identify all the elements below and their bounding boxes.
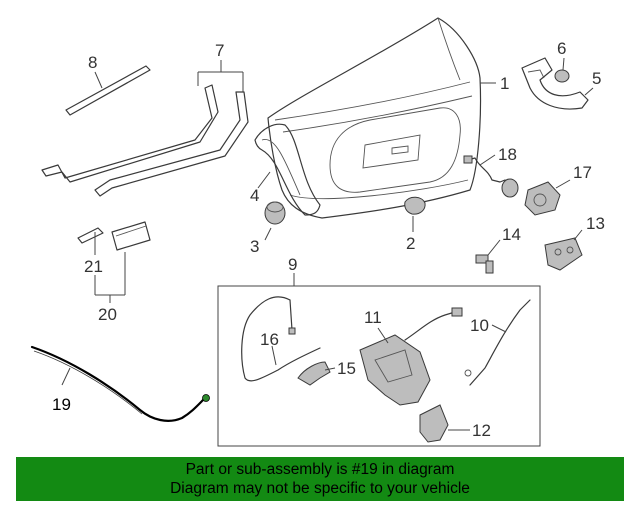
torsion-bars[interactable] — [41, 84, 249, 197]
leader-18 — [479, 154, 496, 166]
bumper-stop[interactable] — [264, 201, 286, 225]
leader-19 — [61, 367, 71, 386]
notice-banner: Part or sub-assembly is #19 in diagram D… — [16, 457, 624, 501]
callout-17: 17 — [573, 163, 592, 182]
callout-1: 1 — [500, 74, 509, 93]
leader-16 — [271, 345, 277, 366]
leader-10 — [491, 324, 507, 333]
parts-diagram: 1 2 3 4 5 6 7 8 9 10 11 12 13 14 15 16 1… — [30, 17, 605, 447]
callout-7: 7 — [215, 41, 224, 60]
lid-bumper[interactable] — [404, 196, 426, 215]
leader-14 — [487, 239, 501, 256]
callout-16: 16 — [260, 330, 279, 349]
callout-9: 9 — [288, 255, 297, 274]
bolt[interactable] — [475, 254, 494, 274]
callout-18: 18 — [498, 145, 517, 164]
banner-line-2: Diagram may not be specific to your vehi… — [170, 480, 470, 497]
callout-8: 8 — [88, 53, 97, 72]
subassembly-box — [217, 285, 541, 447]
striker[interactable] — [419, 404, 449, 443]
callout-13: 13 — [586, 214, 605, 233]
callout-12: 12 — [472, 421, 491, 440]
support-rod[interactable] — [65, 65, 151, 116]
pin[interactable] — [77, 227, 104, 244]
leader-3 — [264, 227, 272, 241]
callout-3: 3 — [250, 237, 259, 256]
callout-2: 2 — [406, 234, 415, 253]
leader-8 — [94, 71, 103, 89]
release-handle[interactable] — [297, 361, 331, 386]
callout-14: 14 — [502, 225, 521, 244]
leader-17 — [555, 179, 571, 189]
hinge-bushing[interactable] — [554, 69, 570, 83]
release-cable-19[interactable] — [30, 345, 210, 422]
callout-15: 15 — [337, 359, 356, 378]
switch[interactable] — [111, 221, 151, 251]
callout-4: 4 — [250, 186, 259, 205]
trunk-lid[interactable] — [267, 17, 482, 219]
leader-11 — [377, 327, 389, 344]
callout-21: 21 — [84, 257, 103, 276]
leader-13 — [573, 229, 583, 241]
banner-line-1: Part or sub-assembly is #19 in diagram — [185, 461, 455, 478]
hinge[interactable] — [521, 57, 589, 110]
latch-rod[interactable] — [464, 299, 531, 386]
trunk-latch[interactable] — [359, 307, 463, 406]
callout-5: 5 — [592, 69, 601, 88]
leader-4 — [257, 171, 271, 189]
callout-10: 10 — [470, 316, 489, 335]
leader-6 — [562, 57, 565, 71]
leader-15 — [324, 367, 336, 371]
callout-11: 11 — [364, 308, 382, 327]
release-cable[interactable] — [241, 296, 321, 382]
harness-sensor[interactable] — [463, 155, 519, 198]
callout-20: 20 — [98, 305, 117, 324]
weatherstrip[interactable] — [254, 123, 321, 216]
lock-actuator[interactable] — [524, 181, 561, 216]
striker-bracket[interactable] — [544, 237, 583, 271]
callout-6: 6 — [557, 39, 566, 58]
callout-19: 19 — [52, 395, 71, 414]
leader-5 — [584, 87, 594, 96]
